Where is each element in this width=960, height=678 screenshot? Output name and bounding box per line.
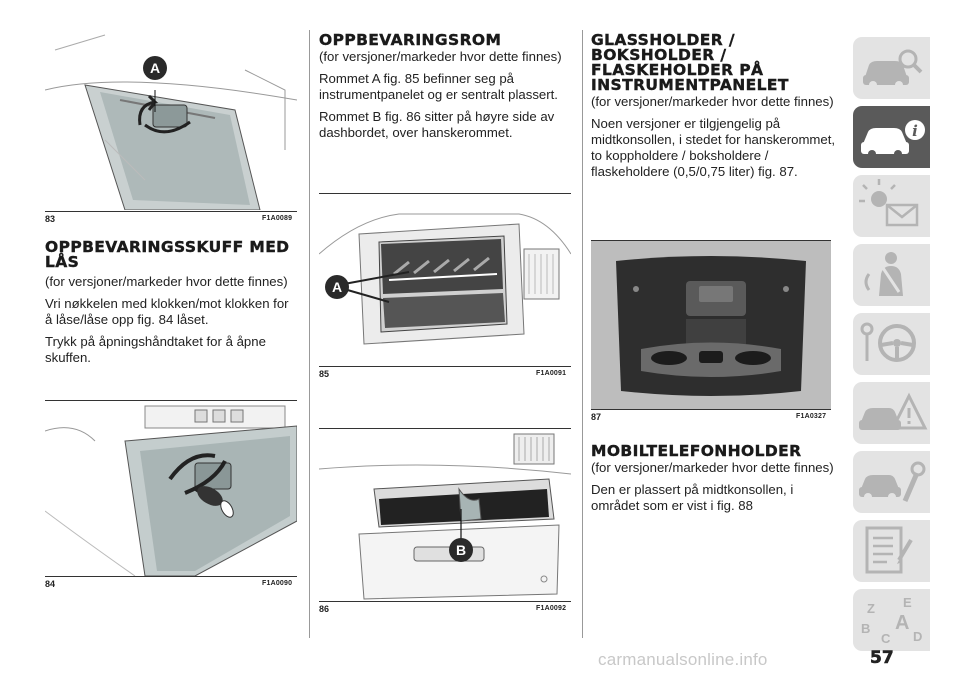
figure-86-number: 86 — [319, 604, 330, 614]
tab-technical-data[interactable] — [853, 520, 930, 582]
figure-84-image — [45, 401, 297, 576]
column-divider — [582, 30, 583, 638]
figure-87-code: F1A0327 — [796, 413, 827, 420]
tab-car-search[interactable] — [853, 37, 930, 99]
paragraph: Den er plassert på midtkonsollen, i områ… — [591, 482, 794, 513]
figure-83-code: F1A0089 — [262, 215, 293, 222]
section-storage-compartment: OPPBEVARINGSROM (for versjoner/markeder … — [319, 31, 571, 141]
column-divider — [309, 30, 310, 638]
car-info-icon: i — [861, 120, 925, 158]
figure-85-callout: A — [332, 279, 342, 295]
figure-87-image — [591, 241, 831, 409]
paragraph: (for versjoner/markeder hvor dette finne… — [591, 94, 834, 109]
tab-safety[interactable] — [853, 244, 930, 306]
index-letter: C — [881, 631, 891, 646]
heading-storage-compartment: OPPBEVARINGSROM — [319, 31, 502, 49]
tab-starting-driving[interactable] — [853, 313, 930, 375]
index-letter: D — [913, 629, 922, 644]
figure-86-rule — [319, 601, 571, 602]
index-letter: E — [903, 595, 912, 610]
car-search-icon — [863, 49, 923, 89]
paragraph: Rommet B fig. 86 sitter på høyre side av… — [319, 109, 555, 140]
section-phone-holder: MOBILTELEFONHOLDER (for versjoner/marked… — [591, 442, 843, 514]
tab-warning-lights[interactable] — [853, 175, 930, 237]
figure-84-top-rule — [45, 400, 297, 401]
figure-83-callout: A — [150, 60, 160, 76]
warning-light-envelope-icon — [859, 179, 919, 227]
heading-cup-holder: GLASSHOLDER / BOKSHOLDER / FLASKEHOLDER … — [591, 31, 789, 94]
figure-85-rule — [319, 366, 571, 367]
figure-84-number: 84 — [45, 579, 56, 589]
tab-emergency[interactable] — [853, 382, 930, 444]
section-cup-holder: GLASSHOLDER / BOKSHOLDER / FLASKEHOLDER … — [591, 31, 843, 180]
seatbelt-airbag-icon — [864, 252, 903, 296]
figure-85-number: 85 — [319, 369, 330, 379]
paragraph: Trykk på åpningshåndtaket for å åpne sku… — [45, 334, 266, 365]
tab-index[interactable]: Z E B A C D — [853, 589, 930, 651]
paragraph: (for versjoner/markeder hvor dette finne… — [319, 49, 562, 64]
svg-text:i: i — [912, 122, 918, 140]
figure-87-number: 87 — [591, 412, 602, 422]
tab-maintenance[interactable] — [853, 451, 930, 513]
car-breakdown-triangle-icon — [859, 392, 928, 430]
watermark: carmanualsonline.info — [598, 650, 768, 669]
paragraph: Rommet A fig. 85 befinner seg på instrum… — [319, 71, 558, 102]
index-letter: B — [861, 621, 870, 636]
steering-wheel-key-icon — [860, 322, 916, 362]
figure-84-code: F1A0090 — [262, 580, 293, 587]
paragraph: (for versjoner/markeder hvor dette finne… — [45, 274, 288, 289]
tab-car-info[interactable]: i — [853, 106, 930, 168]
page-number: 57 — [870, 648, 894, 669]
figure-86-callout: B — [456, 542, 466, 558]
heading-locking-drawer: OPPBEVARINGSSKUFF MED LÅS — [45, 238, 290, 271]
heading-phone-holder: MOBILTELEFONHOLDER — [591, 442, 802, 460]
section-locking-drawer: OPPBEVARINGSSKUFF MED LÅS (for versjoner… — [45, 238, 297, 366]
figure-86-code: F1A0092 — [536, 605, 567, 612]
figure-83-number: 83 — [45, 214, 56, 224]
alphabet-index-icon: Z E B A C D — [861, 595, 922, 646]
paragraph: Vri nøkkelen med klokken/mot klokken for… — [45, 296, 289, 327]
figure-85-top-rule — [319, 193, 571, 194]
figure-85-code: F1A0091 — [536, 370, 567, 377]
figure-84-rule — [45, 576, 297, 577]
figure-86-image: B — [319, 429, 571, 601]
figure-83-rule — [45, 211, 297, 212]
index-letter: Z — [867, 601, 875, 616]
checklist-icon — [865, 526, 913, 574]
figure-83-image: A — [45, 30, 297, 210]
figure-87-rule — [591, 409, 831, 410]
car-wrench-icon — [859, 461, 926, 502]
figure-85-image: A — [319, 194, 571, 366]
index-letter: A — [895, 612, 909, 634]
paragraph: Noen versjoner er tilgjengelig på midtko… — [591, 116, 836, 179]
paragraph: (for versjoner/markeder hvor dette finne… — [591, 460, 834, 475]
figure-86-top-rule — [319, 428, 571, 429]
figure-87-top-rule — [591, 240, 831, 241]
